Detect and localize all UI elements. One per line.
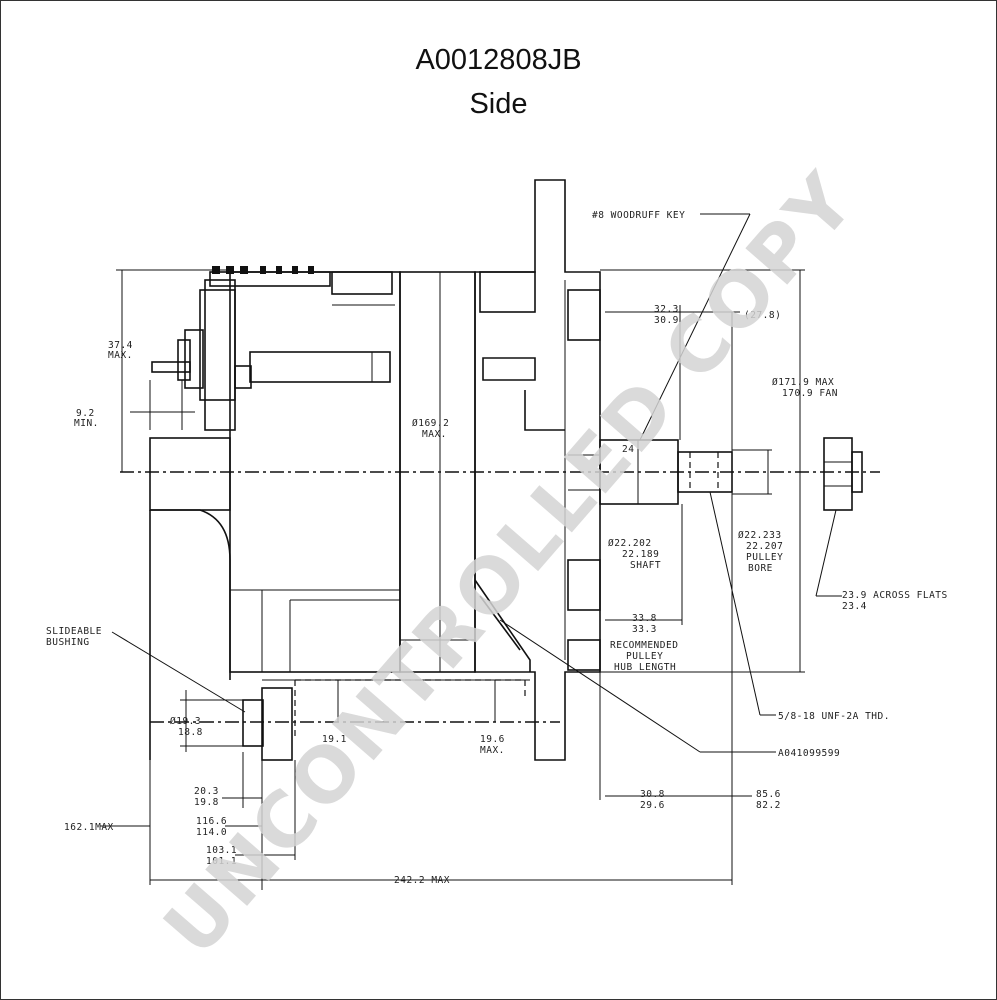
dim-37-4-max: MAX.	[108, 350, 133, 361]
bore-dia: Ø22.233	[738, 530, 782, 541]
dimension-lines	[100, 213, 842, 890]
dim-24: 24	[622, 444, 634, 455]
woodruff-key-label: #8 WOODRUFF KEY	[592, 210, 685, 221]
dim-19-1: 19.1	[322, 734, 347, 745]
hub-length-label: HUB LENGTH	[614, 662, 676, 673]
dim-19-6-max: MAX.	[480, 745, 505, 756]
dim-169-2: Ø169.2	[412, 418, 449, 429]
terminal-block	[209, 266, 395, 306]
dim-29-6: 29.6	[640, 800, 665, 811]
dim-170-9-fan: 170.9 FAN	[782, 388, 838, 399]
thread-spec: 5/8-18 UNF-2A THD.	[778, 711, 890, 722]
view-subtitle: Side	[469, 88, 528, 120]
dim-9-2-min: MIN.	[74, 418, 99, 429]
dim-19-3: Ø19.3	[170, 716, 201, 727]
dim-82-2: 82.2	[756, 800, 781, 811]
dim-169-2-max: MAX.	[422, 429, 447, 440]
dim-9-2: 9.2	[76, 408, 95, 419]
dim-27-8: (27.8)	[744, 310, 781, 321]
dim-18-8: 18.8	[178, 727, 203, 738]
bushing-label: BUSHING	[46, 637, 90, 648]
dim-30-8: 30.8	[640, 789, 665, 800]
dim-33-3: 33.3	[632, 624, 657, 635]
dim-19-8: 19.8	[194, 797, 219, 808]
dim-19-6: 19.6	[480, 734, 505, 745]
shaft-nut	[823, 437, 863, 511]
slideable-label: SLIDEABLE	[46, 626, 102, 637]
dim-101-1: 101.1	[206, 856, 237, 867]
across-flats: 23.9 ACROSS FLATS	[842, 590, 948, 601]
dim-85-6: 85.6	[756, 789, 781, 800]
pulley-label: PULLEY	[746, 552, 783, 563]
dim-33-8: 33.8	[632, 613, 657, 624]
shaft-label: SHAFT	[630, 560, 661, 571]
mounting-foot	[242, 679, 530, 761]
dim-32-3: 32.3	[654, 304, 679, 315]
dim-103-1: 103.1	[206, 845, 237, 856]
bore-dia-min: 22.207	[746, 541, 783, 552]
across-flats-min: 23.4	[842, 601, 867, 612]
dim-37-4: 37.4	[108, 340, 133, 351]
dim-116-6: 116.6	[196, 816, 227, 827]
dim-242-2: 242.2 MAX	[394, 875, 450, 886]
dimension-labels: #8 WOODRUFF KEY 37.4 MAX. 9.2 MIN. Ø169.…	[46, 210, 948, 886]
shaft-dia-min: 22.189	[622, 549, 659, 560]
dim-162-1: 162.1MAX	[64, 822, 114, 833]
bore-label: BORE	[748, 563, 773, 574]
dim-171-9: Ø171.9 MAX	[772, 377, 834, 388]
ref-part-number: A041099599	[778, 748, 840, 759]
recommended-label: RECOMMENDED	[610, 640, 678, 651]
pulley-hub-label: PULLEY	[626, 651, 663, 662]
output-stud	[151, 329, 391, 389]
shaft-dia: Ø22.202	[608, 538, 652, 549]
dim-114-0: 114.0	[196, 827, 227, 838]
dim-30-9: 30.9	[654, 315, 679, 326]
dim-20-3: 20.3	[194, 786, 219, 797]
part-number-title: A0012808JB	[415, 44, 582, 76]
